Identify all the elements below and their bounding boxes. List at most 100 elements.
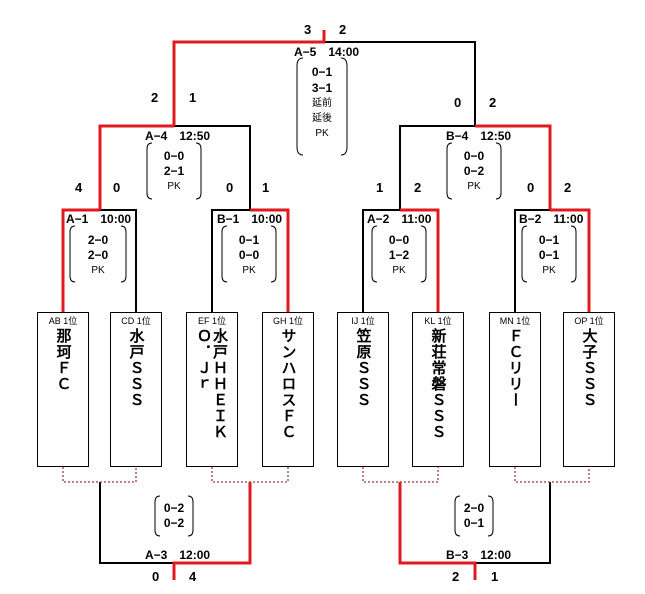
score-a4-right: 1 (189, 90, 197, 105)
a2-left-line (362, 209, 400, 312)
b1-winner-line (250, 208, 290, 312)
detail-line: 0−2 (163, 501, 185, 515)
b3-winner-line (398, 482, 477, 580)
detail-line: 0−0 (163, 149, 185, 163)
b3-detail-bracket-right (487, 495, 494, 537)
team-box-mn: MN 1位 ＦＣリリー (489, 312, 541, 467)
team-rank-label: CD 1位 (121, 316, 151, 326)
detail-line: 2−0 (463, 501, 485, 515)
team-box-op: OP 1位 大子ＳＳＳ (563, 312, 615, 467)
dotted-connector-ij-kl (362, 467, 439, 483)
team-name: 水戸ＳＳＳ (127, 328, 146, 408)
match-label-b3: B−3 12:00 (446, 548, 512, 562)
detail-pk: PK (542, 265, 556, 276)
a5-detail-bracket-right (340, 57, 348, 156)
detail-line: 0−1 (463, 516, 485, 530)
detail-b4: 0−0 0−2 PK (454, 150, 494, 192)
a4-right-line (174, 125, 251, 210)
b4-detail-bracket-left (446, 142, 453, 200)
team-name: 大子ＳＳＳ (580, 328, 599, 408)
score-b4-left: 0 (454, 95, 462, 110)
team-rank-label: EF 1位 (197, 316, 226, 326)
team-name: 新荘常磐ＳＳＳ (429, 328, 448, 440)
team-name: 笠原ＳＳＳ (354, 328, 373, 408)
b3-detail-bracket-left (454, 495, 461, 537)
team-box-kl: KL 1位 新荘常磐ＳＳＳ (412, 312, 464, 467)
team-box-gh: GH 1位 サンハロスＦＣ (262, 312, 314, 467)
detail-pk: PK (242, 265, 256, 276)
detail-extra: 延後 (312, 113, 332, 124)
detail-line: 0−2 (463, 164, 485, 178)
detail-line: 0−1 (311, 65, 333, 79)
detail-a4: 0−0 2−1 PK (154, 150, 194, 192)
match-label-b4: B−4 12:50 (446, 129, 512, 143)
b4-left-line (399, 125, 475, 210)
score-a4-left: 2 (151, 90, 159, 105)
b1-detail-bracket-left (221, 225, 228, 283)
team-box-ef: EF 1位 水戸ＨＨＥＩＫＯ．Ｊｒ (186, 312, 238, 467)
b3-right-line (475, 482, 551, 564)
detail-a3: 0−2 0−2 (156, 502, 192, 529)
score-b3-right: 1 (491, 569, 499, 584)
a1-detail-bracket-right (120, 225, 127, 283)
detail-line: 0−1 (538, 248, 560, 262)
score-b1-left: 0 (226, 180, 234, 195)
team-rank-label: GH 1位 (272, 316, 303, 326)
team-box-cd: CD 1位 水戸ＳＳＳ (110, 312, 162, 467)
a1-detail-bracket-left (69, 225, 76, 283)
match-label-a4: A−4 12:50 (145, 129, 211, 143)
detail-pk: PK (315, 128, 329, 139)
detail-line: 2−0 (87, 248, 109, 262)
a5-winner-line (172, 30, 326, 126)
team-rank-label: OP 1位 (574, 316, 604, 326)
a3-winner-line (172, 482, 252, 580)
a3-detail-bracket-right (187, 495, 194, 537)
detail-line: 0−1 (538, 233, 560, 247)
detail-line: 0−0 (463, 149, 485, 163)
team-name: ＦＣリリー (506, 328, 525, 408)
b2-winner-line (550, 208, 591, 312)
a1-right-line (100, 209, 137, 312)
detail-pk: PK (167, 181, 181, 192)
match-label-a2: A−2 11:00 (367, 212, 432, 226)
detail-line: 0−0 (238, 248, 260, 262)
detail-line: 0−0 (388, 233, 410, 247)
b1-left-line (211, 209, 250, 312)
dotted-connector-mn-op (514, 467, 590, 483)
detail-a2: 0−0 1−2 PK (379, 234, 419, 276)
team-name: 那珂ＦＣ (54, 328, 73, 392)
detail-a5: 0−1 3−1 延前 延後 PK (302, 66, 342, 139)
b2-detail-bracket-left (521, 225, 528, 283)
score-a3-left: 0 (152, 569, 160, 584)
detail-line: 0−2 (163, 516, 185, 530)
match-label-a1: A−1 10:00 (66, 212, 132, 226)
team-rank-label: IJ 1位 (351, 316, 375, 326)
detail-line: 1−2 (388, 248, 410, 262)
detail-b1: 0−1 0−0 PK (229, 234, 269, 276)
b2-left-line (514, 209, 550, 312)
b4-detail-bracket-right (495, 142, 502, 200)
score-a1-right: 0 (113, 180, 121, 195)
a2-detail-bracket-left (371, 225, 378, 283)
detail-pk: PK (392, 265, 406, 276)
match-label-b1: B−1 10:00 (217, 212, 283, 226)
score-a1-left: 4 (75, 180, 83, 195)
detail-extra: 延前 (312, 98, 332, 109)
b4-winner-line (475, 124, 552, 210)
match-label-b2: B−2 11:00 (519, 212, 584, 226)
detail-line: 3−1 (311, 81, 333, 95)
detail-a1: 2−0 2−0 PK (78, 234, 118, 276)
a1-winner-line (61, 208, 100, 312)
score-a5-left: 3 (304, 22, 312, 37)
score-a3-right: 4 (189, 569, 197, 584)
a3-detail-bracket-left (154, 495, 161, 537)
score-a2-left: 1 (376, 180, 384, 195)
detail-line: 0−1 (238, 233, 260, 247)
b1-detail-bracket-right (270, 225, 277, 283)
a4-winner-line (98, 124, 174, 210)
a4-detail-bracket-right (195, 142, 202, 200)
team-box-ij: IJ 1位 笠原ＳＳＳ (337, 312, 389, 467)
a5-right-line (324, 41, 476, 126)
detail-pk: PK (91, 265, 105, 276)
